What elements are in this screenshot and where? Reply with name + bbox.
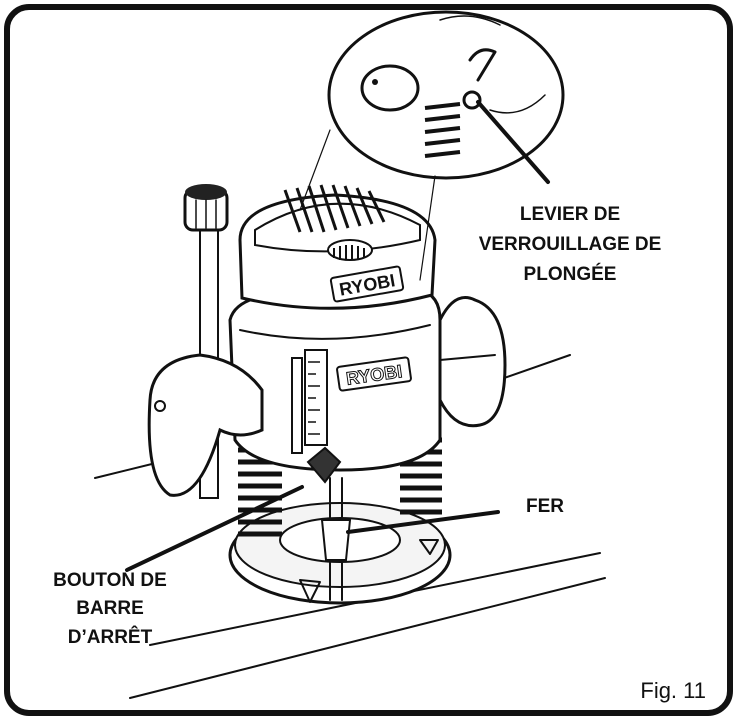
magnified-inset	[299, 10, 565, 281]
plunge-lock-line-3: PLONGÉE	[524, 263, 617, 285]
router-body: RYOBI RYOBI	[228, 184, 442, 472]
stop-bar-line-1: BOUTON DE	[53, 570, 167, 591]
stop-bar-line-3: D’ARRÊT	[68, 626, 153, 648]
label-bit: FER	[526, 496, 564, 517]
leader-bit	[346, 510, 500, 534]
right-handle	[438, 296, 507, 428]
leader-plunge-lock	[476, 100, 550, 184]
plunge-lock-line-1: LEVIER DE	[520, 204, 620, 225]
figure-caption: Fig. 11	[640, 678, 706, 703]
router-bit	[320, 477, 352, 601]
stop-bar-line-2: BARRE	[76, 598, 144, 619]
leader-stop-bar	[125, 485, 304, 572]
left-handle	[147, 353, 264, 497]
stop-bar-knob	[306, 446, 342, 484]
label-plunge-lock-lever: LEVIER DE VERROUILLAGE DE PLONGÉE	[479, 204, 662, 285]
plunge-lock-line-2: VERROUILLAGE DE	[479, 234, 662, 255]
label-stop-bar-knob: BOUTON DE BARRE D’ARRÊT	[53, 570, 167, 648]
